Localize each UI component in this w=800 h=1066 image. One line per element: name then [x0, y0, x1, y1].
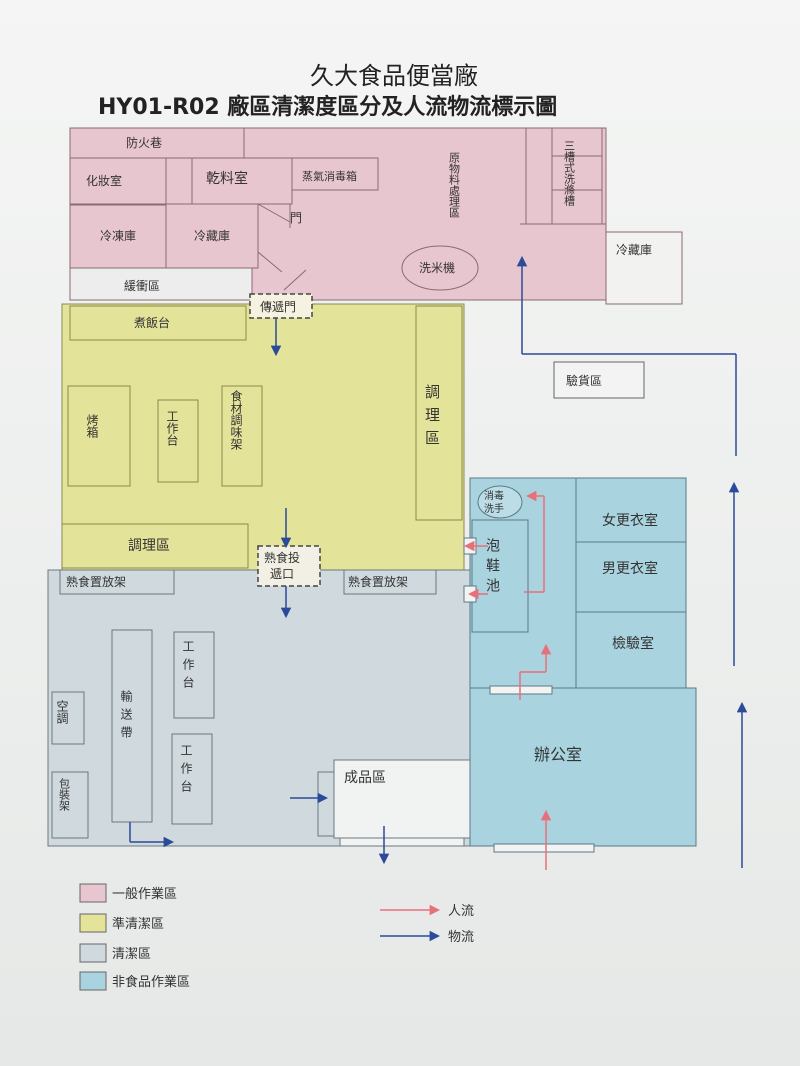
room-office: 辦公室	[534, 745, 582, 764]
room-fridge-right: 冷藏庫	[616, 243, 652, 257]
legend-swatch-clean	[79, 943, 107, 963]
room-cooking-left: 調理區	[128, 538, 170, 554]
legend: 一般作業區 準清潔區 清潔區 非食品作業區 人流 物流	[79, 883, 474, 991]
room-cooking-right: 調理區	[423, 384, 441, 453]
room-workbench-3: 工作台	[179, 744, 193, 798]
personnel-flow-arrows	[463, 490, 552, 870]
hot-food-pass	[257, 545, 321, 587]
room-rice-washer: 洗米機	[419, 260, 455, 275]
room-seasoning-rack: 食材調味架	[229, 389, 243, 450]
semi-clean-zone	[61, 303, 465, 571]
room-packing-rack: 包裝架	[58, 778, 71, 811]
diagram-title: HY01-R02 廠區清潔度區分及人流物流標示圖	[98, 94, 557, 120]
non-food-zone	[469, 477, 697, 847]
clean-zone-walls	[51, 569, 471, 847]
legend-swatch-semi-clean	[79, 913, 107, 933]
room-pass-door: 傳遞門	[260, 299, 296, 314]
legend-label-material: 物流	[448, 930, 474, 945]
room-men-locker: 男更衣室	[602, 560, 658, 577]
room-boot-pool: 泡鞋池	[484, 538, 500, 598]
receiving-area	[553, 361, 645, 399]
legend-swatch-non-food	[79, 971, 107, 991]
room-hot-pass-2: 遞口	[270, 566, 294, 581]
room-aircon: 空調	[55, 700, 69, 724]
room-door: 門	[290, 211, 302, 225]
room-freezer: 冷凍庫	[100, 229, 136, 243]
room-conveyor: 輸送帶	[119, 689, 133, 744]
disinfect-station	[477, 485, 523, 519]
general-zone-walls	[69, 127, 606, 291]
semi-clean-walls	[61, 305, 463, 569]
legend-label-non-food: 非食品作業區	[112, 974, 190, 990]
general-zone	[69, 127, 683, 305]
room-finished: 成品區	[344, 770, 386, 786]
legend-swatch-general	[79, 883, 107, 903]
room-receiving: 驗貨區	[566, 373, 602, 388]
room-women-locker: 女更衣室	[602, 512, 658, 529]
room-triple-sink: 三槽式洗滌槽	[563, 140, 576, 207]
room-hot-rack-left: 熟食置放架	[66, 574, 126, 589]
legend-label-clean: 清潔區	[112, 947, 151, 962]
room-steam-sterilizer: 蒸氣消毒箱	[302, 169, 357, 183]
room-dry-storage: 乾料室	[206, 170, 248, 187]
pass-door	[249, 293, 313, 319]
company-title: 久大食品便當廠	[310, 62, 478, 90]
room-disinfect-2: 洗手	[484, 502, 504, 515]
room-fridge: 冷藏庫	[194, 229, 230, 243]
legend-label-personnel: 人流	[448, 904, 474, 919]
room-raw-processing: 原物料處理區	[448, 152, 461, 218]
room-hot-pass-1: 熟食投	[264, 550, 300, 565]
room-disinfect-1: 消毒	[484, 489, 504, 502]
legend-label-general: 一般作業區	[112, 886, 177, 902]
material-flow-arrows	[129, 255, 748, 868]
room-hot-rack-right: 熟食置放架	[348, 574, 408, 589]
room-rice-cooker: 煮飯台	[134, 315, 170, 330]
legend-label-semi-clean: 準清潔區	[112, 916, 164, 932]
room-workbench-2: 工作台	[181, 640, 195, 694]
room-workbench: 工作台	[165, 410, 179, 446]
room-oven: 烤箱	[85, 413, 99, 438]
room-makeup: 化妝室	[86, 173, 122, 188]
room-inspection: 檢驗室	[612, 635, 654, 652]
room-fire-lane: 防火巷	[126, 135, 162, 150]
room-buffer: 緩衝區	[124, 279, 160, 293]
